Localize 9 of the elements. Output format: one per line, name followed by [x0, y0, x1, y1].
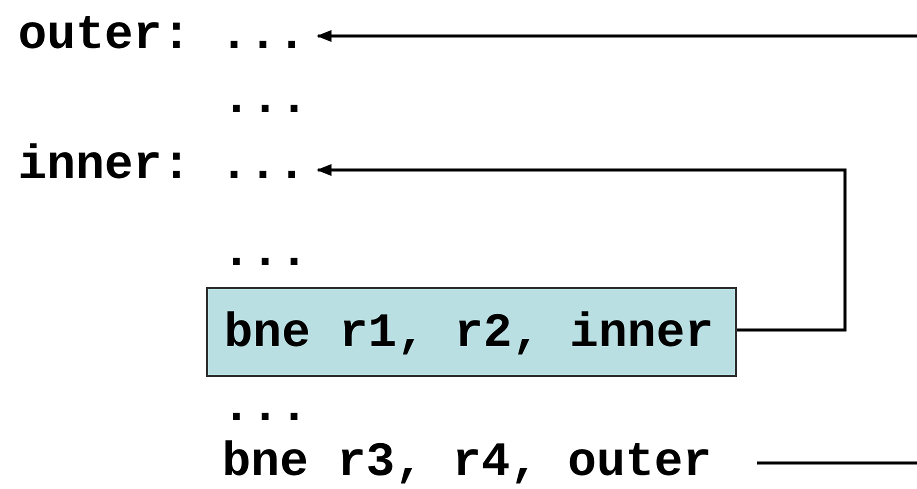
code-line: outer: ... — [18, 8, 318, 64]
arrow — [316, 30, 917, 464]
ellipsis-text: ... — [222, 72, 308, 128]
code-line: inner: ... — [18, 138, 318, 194]
code-line: bne r3, r4, outer — [222, 435, 757, 489]
highlighted-code-box: bne r1, r2, inner — [206, 287, 737, 377]
ellipsis-text: ... — [222, 380, 308, 436]
arrow — [316, 164, 846, 332]
ellipsis-text: ... — [222, 225, 308, 281]
